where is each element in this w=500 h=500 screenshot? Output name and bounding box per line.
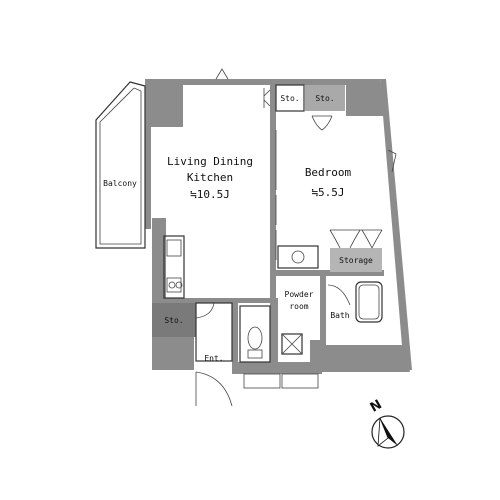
entrance-door	[195, 371, 233, 407]
label-powder-2: room	[289, 302, 308, 311]
balcony-outline	[95, 81, 146, 249]
bottom-window-left	[243, 373, 281, 389]
label-bath: Bath	[330, 311, 349, 320]
label-bedroom: Bedroom	[305, 166, 352, 179]
bathtub-inner	[358, 284, 380, 320]
label-sto-entry: Sto.	[164, 316, 183, 325]
toilet-room	[239, 305, 271, 363]
bathtub	[355, 281, 383, 323]
washer-pan-cross	[281, 333, 303, 355]
wall-bottom	[232, 362, 322, 374]
washer-pan	[281, 333, 303, 355]
wall-powder-left	[270, 300, 278, 362]
bottom-window-right	[281, 373, 319, 389]
wall-ldk-bedroom	[270, 79, 276, 299]
label-balcony: Balcony	[103, 179, 137, 188]
wall-bottom-left	[152, 336, 194, 370]
label-bedroom-area: ≒5.5J	[311, 186, 344, 199]
stove	[166, 277, 182, 293]
wall-powder-right	[310, 340, 322, 362]
wall-bedroom-bottom	[276, 270, 384, 276]
closet-doors-top	[311, 115, 333, 131]
wall-right-slant	[380, 79, 412, 370]
stove-burner-1	[168, 281, 176, 289]
entrance-area	[195, 302, 233, 362]
wall-top	[145, 79, 380, 85]
label-sto-top-left: Sto.	[280, 94, 299, 103]
toilet-bowl	[247, 326, 263, 350]
compass-label: N	[368, 397, 385, 415]
wall-top-right	[346, 79, 384, 116]
right-window	[387, 149, 397, 173]
storage-doors	[329, 229, 383, 249]
label-storage: Storage	[339, 256, 373, 265]
bath-door	[327, 284, 351, 306]
wall-bottom-right	[318, 345, 410, 372]
compass: N	[368, 397, 405, 449]
label-ldk-2: Kitchen	[187, 171, 233, 184]
label-sto-top-right: Sto.	[315, 94, 334, 103]
sto-entry-door	[195, 302, 215, 319]
washbasin	[291, 250, 305, 264]
label-ldk-area: ≒10.5J	[190, 188, 230, 201]
sto-top-left-box	[275, 84, 305, 112]
wall-top-left	[145, 79, 183, 127]
kitchen-sink	[166, 239, 182, 257]
wall-kitchen-left	[152, 218, 166, 304]
kitchen-counter	[163, 235, 185, 299]
label-entrance: Ent.	[204, 354, 223, 363]
washbasin-counter	[277, 245, 319, 269]
stove-burner-2	[175, 281, 183, 289]
wall-ldk-left	[145, 79, 151, 229]
wall-kitchen-bottom	[160, 298, 278, 303]
wall-sto-entry-block	[152, 303, 196, 337]
top-window	[215, 68, 229, 80]
sto-door-top-left	[263, 88, 271, 108]
label-ldk-1: Living Dining	[167, 155, 253, 168]
label-powder-1: Powder	[285, 290, 314, 299]
compass-arrow-icon	[380, 418, 398, 446]
storage-box	[330, 248, 382, 272]
wall-bath-left	[320, 276, 326, 346]
sto-top-right-box	[305, 85, 345, 111]
toilet-tank	[247, 349, 263, 359]
wall-entrance-right	[232, 303, 238, 363]
balcony-inner	[99, 87, 142, 245]
compass-arrow-half-icon	[377, 417, 389, 447]
compass-ring	[371, 415, 405, 449]
